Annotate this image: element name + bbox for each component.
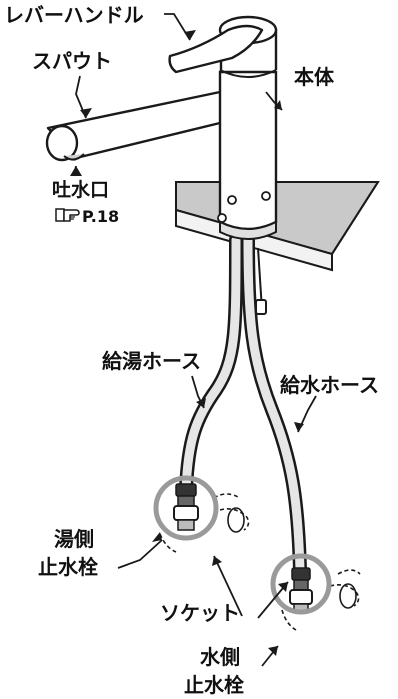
label-hot-valve-line2: 止水栓 [38,555,98,579]
pointing-hand-icon [55,208,80,222]
label-outlet: 吐水口 [52,179,109,201]
label-cold-valve-line2: 止水栓 [184,673,244,697]
spout [45,90,226,162]
lever-handle [168,24,264,74]
hose-fitting [255,247,267,315]
outlet-reference: P.18 [55,207,119,226]
label-socket: ソケット [160,601,240,625]
label-body: 本体 [294,65,335,89]
label-hot-hose: 給湯ホース [102,349,201,373]
cold-valve-assembly [270,553,361,631]
label-lever-handle: レバーハンドル [4,3,144,27]
label-hot-valve-line1: 湯側 [54,527,94,551]
label-spout: スパウト [32,49,112,73]
label-cold-hose: 給水ホース [280,373,379,397]
arrowheads [70,30,304,656]
label-cold-valve-line1: 水側 [200,645,240,669]
outlet-reference-page: P.18 [82,207,119,226]
hot-valve-assembly [153,475,250,553]
